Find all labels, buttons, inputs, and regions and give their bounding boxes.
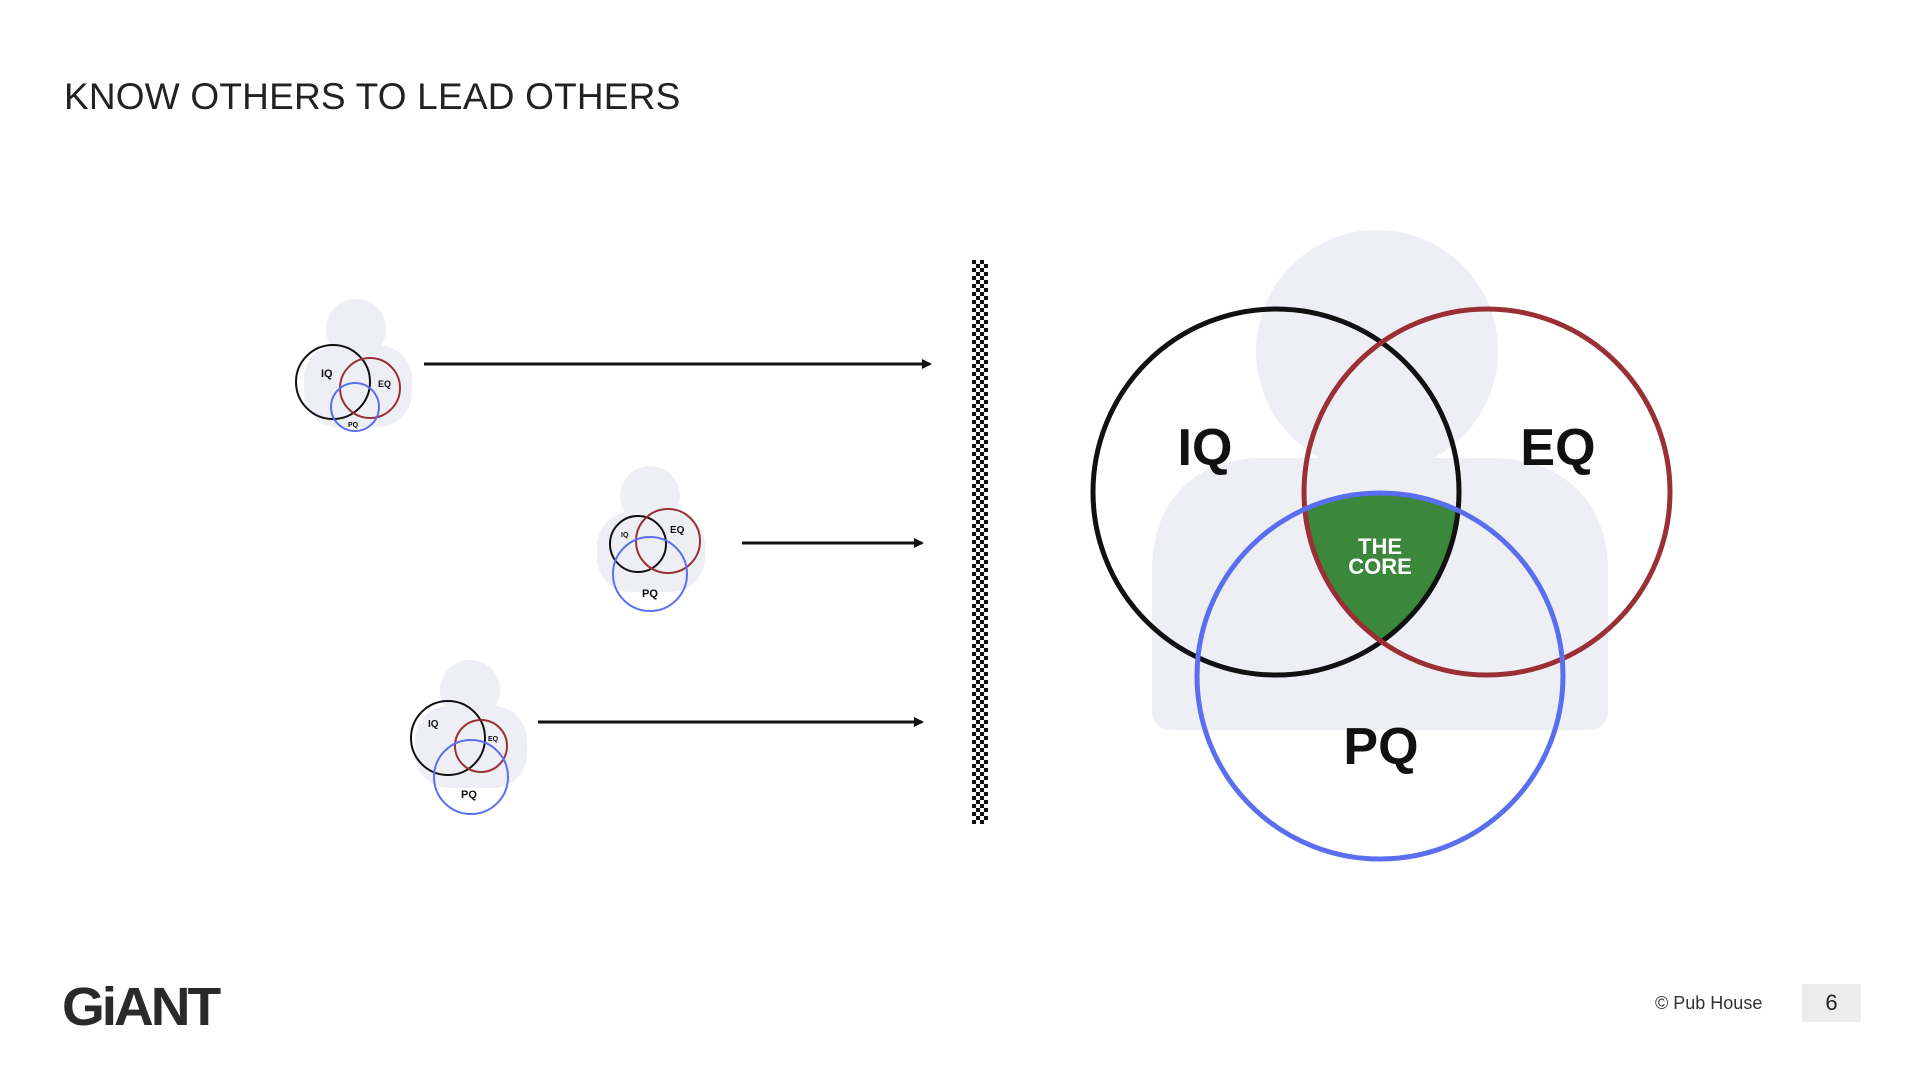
small-venn-1: [295, 344, 401, 432]
pq-circle: [1194, 490, 1566, 862]
person-2: IQ EQ PQ: [597, 466, 924, 612]
small-venn-3: [410, 700, 509, 815]
eq-label: EQ: [1520, 419, 1595, 477]
small-pq-label-1: PQ: [348, 422, 359, 429]
small-iq-label-2: IQ: [621, 532, 629, 539]
large-venn: [1090, 306, 1673, 862]
small-eq-label-3: EQ: [488, 736, 499, 743]
small-iq-label-3: IQ: [428, 719, 439, 730]
small-venn-2: [609, 508, 701, 612]
slide-title: KNOW OTHERS TO LEAD OTHERS: [64, 76, 681, 117]
small-pq-label-3: PQ: [461, 789, 477, 801]
page-number: 6: [1802, 984, 1861, 1022]
core-label-line1: THE: [1358, 534, 1402, 559]
pq-label: PQ: [1343, 718, 1418, 776]
small-iq-label-1: IQ: [321, 368, 333, 380]
iq-circle: [1090, 306, 1462, 678]
small-eq-label-2: EQ: [670, 525, 685, 536]
giant-logo: GiANT: [62, 977, 221, 1037]
person-3: IQ EQ PQ: [410, 660, 924, 815]
checkered-finish-line: [972, 260, 988, 824]
person-1: IQ EQ PQ: [295, 299, 932, 432]
person-silhouette-icon: [304, 299, 412, 427]
core-label-line2: CORE: [1348, 554, 1412, 579]
small-pq-label-2: PQ: [642, 588, 658, 600]
large-person-silhouette-icon: [1152, 230, 1608, 730]
eq-circle: [1301, 306, 1673, 678]
copyright-text: © Pub House: [1655, 993, 1763, 1013]
small-eq-label-1: EQ: [378, 379, 391, 389]
iq-label: IQ: [1178, 419, 1233, 477]
